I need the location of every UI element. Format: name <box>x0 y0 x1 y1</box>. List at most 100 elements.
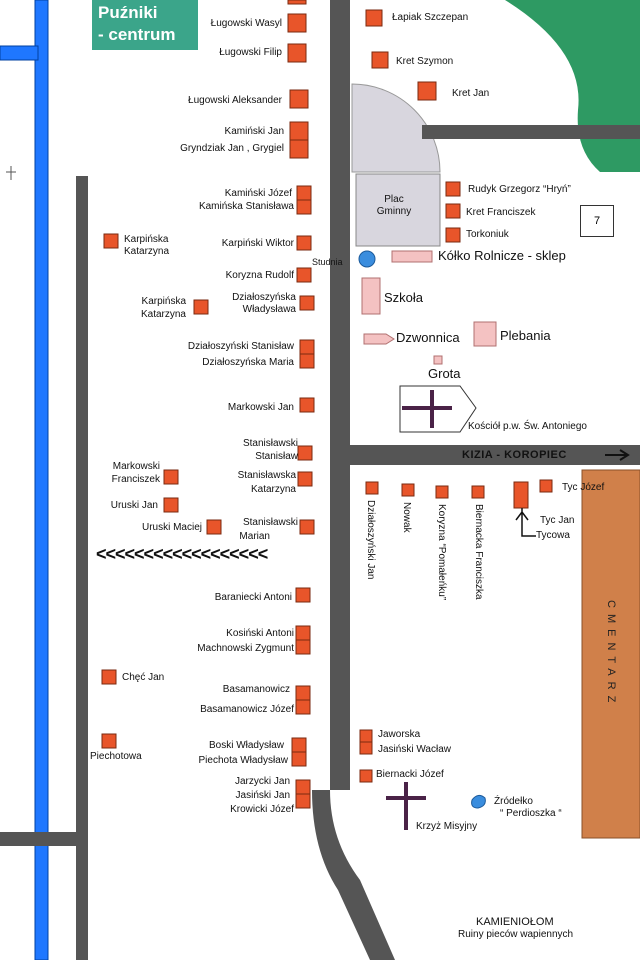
house <box>435 485 449 499</box>
resident-label: Działoszyńska <box>232 292 296 303</box>
resident-label: Stanisławska <box>237 470 296 481</box>
title-line-1: Puźniki <box>98 3 158 22</box>
river <box>34 0 49 960</box>
plac-line-1: Plac <box>384 194 404 205</box>
resident-label: Kret Franciszek <box>466 207 536 218</box>
resident-label: Jasiński Wacław <box>378 744 451 755</box>
resident-label: Koryzna Rudolf <box>225 270 294 281</box>
spring-icon <box>471 794 486 809</box>
resident-label: Tyc Józef <box>562 482 605 493</box>
resident-label: Machnowski Zygmunt <box>197 643 294 654</box>
house <box>299 295 315 311</box>
quarry-subtitle: Ruiny pieców wapiennych <box>458 929 574 940</box>
resident-label: Basamanowicz <box>222 684 290 695</box>
cemetery-text: CMENTARZ <box>605 599 617 709</box>
resident-label: Baraniecki Antoni <box>214 592 292 603</box>
house <box>287 0 307 5</box>
resident-label: Stanisławski <box>242 517 298 528</box>
resident-label-vertical: Koryzna “Pomałeńku” <box>436 504 447 601</box>
resident-label: Kamiński Jan <box>224 126 284 137</box>
house <box>206 519 222 535</box>
house <box>287 43 307 63</box>
plaza-quarter-circle <box>351 83 441 173</box>
resident-label: Franciszek <box>111 474 160 485</box>
resident-label: Rudyk Grzegorz “Hryń” <box>468 184 571 195</box>
plac-gminny-area <box>355 173 441 247</box>
map-title: Puźniki - centrum <box>92 0 198 50</box>
road-label-kizia: KIZIA - KOROPIEC <box>462 449 567 461</box>
house <box>359 769 373 783</box>
grota-building <box>433 355 443 365</box>
house <box>401 483 415 497</box>
plac-gminny-label: Plac Gminny <box>366 194 422 218</box>
dzwonnica-building <box>363 333 395 345</box>
church-cross-icon <box>402 390 452 428</box>
dzwonnica-label: Dzwonnica <box>396 330 460 345</box>
resident-label-vertical: Biernacka Franciszka <box>473 504 484 600</box>
resident-label: Kamińska Stanisława <box>198 201 294 212</box>
house <box>287 13 307 33</box>
road-middle-curve <box>312 790 395 960</box>
road-middle-lower <box>330 460 350 790</box>
cemetery-label: CMENTARZ <box>582 470 640 838</box>
direction-chevrons: <<<<<<<<<<<<<<<<<< <box>96 544 268 564</box>
quarry-title: KAMIENIOŁOM <box>476 916 554 928</box>
house <box>359 741 373 755</box>
resident-label: Markowski Jan <box>227 402 294 413</box>
resident-label: Jasiński Jan <box>235 790 290 801</box>
house <box>289 121 309 141</box>
resident-label: Tyc Jan <box>540 515 575 526</box>
cemetery-area <box>581 469 640 839</box>
tyc-leader-lines <box>515 508 536 537</box>
house <box>296 235 312 251</box>
house <box>365 9 383 27</box>
resident-label: Basamanowicz Józef <box>200 704 294 715</box>
resident-label: Stanisław <box>255 451 298 462</box>
house <box>295 699 311 715</box>
house <box>193 299 209 315</box>
resident-label: Krowicki Józef <box>230 804 294 815</box>
resident-label: Działoszyńska Maria <box>202 357 294 368</box>
house <box>445 181 461 197</box>
kosciol-label: Kościół p.w. Św. Antoniego <box>468 421 587 432</box>
resident-label: Karpińska <box>124 234 169 245</box>
house <box>295 587 311 603</box>
house <box>295 779 311 795</box>
plebania-building <box>473 321 497 347</box>
road-top-right <box>422 125 640 139</box>
house <box>291 737 307 753</box>
kolko-label: Kółko Rolnicze - sklep <box>438 248 566 263</box>
grota-label: Grota <box>428 366 461 381</box>
resident-label: Marian <box>239 531 270 542</box>
resident-label: Torkoniuk <box>466 229 509 240</box>
house <box>539 479 553 493</box>
resident-label: Katarzyna <box>140 309 186 320</box>
house <box>289 139 309 159</box>
resident-label: Piechota Władysław <box>198 755 288 766</box>
resident-label: Łapiak Szczepan <box>392 12 469 23</box>
resident-label: Kret Jan <box>452 88 490 99</box>
house <box>289 89 309 109</box>
resident-label: Jarzycki Jan <box>234 776 290 787</box>
houses <box>101 0 553 809</box>
house <box>101 733 117 749</box>
house <box>295 625 311 641</box>
house <box>299 519 315 535</box>
plebania-label: Plebania <box>500 328 551 343</box>
river-branch <box>0 45 39 61</box>
road-bottom-left <box>0 832 76 846</box>
kolko-building <box>391 250 433 263</box>
house <box>163 497 179 513</box>
green-area <box>505 0 640 172</box>
resident-label: Karpiński Wiktor <box>221 238 294 249</box>
resident-label: Katarzyna <box>124 246 170 257</box>
resident-label: Boski Władysław <box>208 740 284 751</box>
resident-label: Władysława <box>242 304 296 315</box>
studnia-label: Studnia <box>312 257 343 267</box>
house <box>371 51 389 69</box>
house <box>163 469 179 485</box>
house <box>299 353 315 369</box>
resident-label-vertical: Działoszyński Jan <box>365 500 376 580</box>
road-top-upper <box>330 0 350 84</box>
